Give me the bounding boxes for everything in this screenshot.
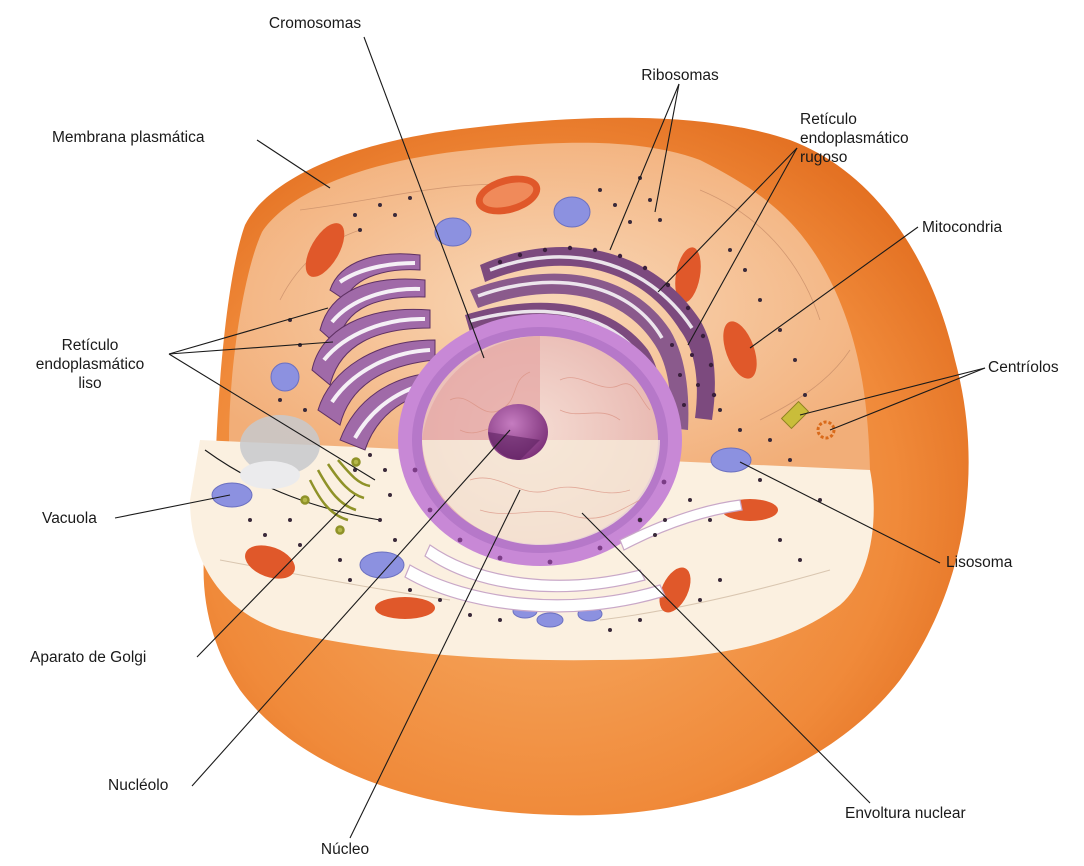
label-aparato-golgi: Aparato de Golgi — [30, 648, 146, 667]
label-reticulo-liso: Retículo endoplasmático liso — [20, 336, 160, 393]
label-centriolos: Centríolos — [988, 358, 1059, 377]
label-reticulo-rugoso-line2: endoplasmático — [800, 129, 909, 148]
label-nucleolo: Nucléolo — [108, 776, 168, 795]
label-reticulo-liso-line1: Retículo — [20, 336, 160, 355]
label-cromosomas: Cromosomas — [250, 14, 380, 33]
label-vacuola: Vacuola — [42, 509, 97, 528]
label-ribosomas: Ribosomas — [620, 66, 740, 85]
label-mitocondria: Mitocondria — [922, 218, 1002, 237]
label-lisosoma: Lisosoma — [946, 553, 1012, 572]
label-reticulo-rugoso-line3: rugoso — [800, 148, 909, 167]
nucleus — [398, 314, 682, 566]
label-envoltura-nuclear: Envoltura nuclear — [845, 804, 966, 823]
label-reticulo-liso-line3: liso — [20, 374, 160, 393]
label-reticulo-rugoso-line1: Retículo — [800, 110, 909, 129]
label-membrana-plasmatica: Membrana plasmática — [52, 128, 204, 147]
label-nucleo: Núcleo — [290, 840, 400, 859]
label-reticulo-rugoso: Retículo endoplasmático rugoso — [800, 110, 909, 167]
label-reticulo-liso-line2: endoplasmático — [20, 355, 160, 374]
